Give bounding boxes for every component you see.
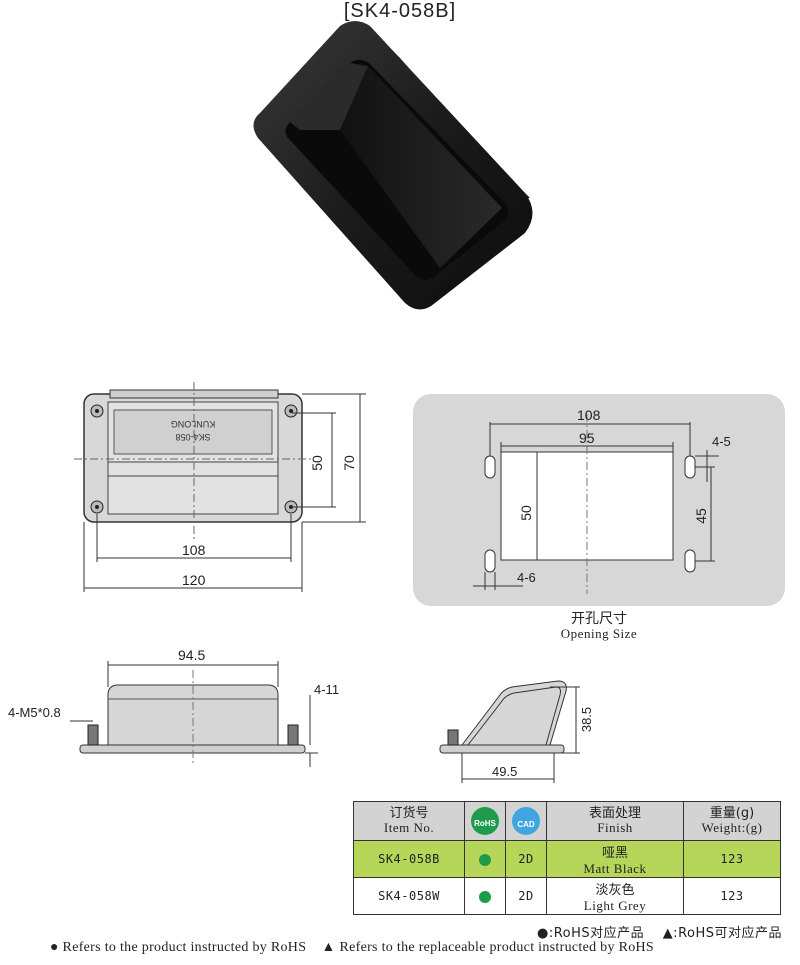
legend-en: ● Refers to the product instructed by Ro… [50, 940, 790, 956]
finish-cn: 淡灰色 [595, 882, 635, 898]
opening-dim-4-5: 4-5 [712, 434, 731, 449]
profile-dim-38-5: 38.5 [579, 706, 595, 733]
legend-circle-en: ● Refers to the product instructed by Ro… [50, 940, 307, 955]
finish-cell: 淡灰色 Light Grey [546, 877, 684, 915]
item-header-en: Item No. [383, 820, 435, 835]
finish-cell: 哑黑 Matt Black [546, 840, 684, 878]
side-dim-4-11: 4-11 [314, 682, 340, 697]
legend-cn: ●:RoHS对应产品 ▲:RoHS可对应产品 [0, 922, 782, 941]
item-no: SK4-058B [353, 840, 465, 878]
finish-cn: 哑黑 [601, 845, 628, 861]
cad-badge-icon: CAD [512, 807, 540, 835]
profile-view-drawing [439, 680, 580, 783]
weight-header: 重量(g) Weight:(g) [683, 801, 781, 841]
front-dim-108: 108 [182, 542, 206, 558]
rohs-header: RoHS [464, 801, 506, 841]
cad-cell: 2D [505, 877, 547, 915]
product-photo [253, 21, 533, 310]
item-no: SK4-058W [353, 877, 465, 915]
weight-cell: 123 [683, 877, 781, 915]
opening-dim-4-6: 4-6 [517, 570, 536, 585]
spec-table: 订货号 Item No. RoHS CAD 表面处理 Finish 重量(g) … [353, 801, 781, 915]
opening-title-cn: 开孔尺寸 [571, 610, 627, 626]
svg-text:SK4-058: SK4-058 [175, 432, 210, 442]
legend-circle-cn: ●:RoHS对应产品 [537, 926, 645, 941]
table-header-row: 订货号 Item No. RoHS CAD 表面处理 Finish 重量(g) … [353, 801, 781, 841]
rohs-cell [464, 877, 506, 915]
opening-size-drawing [473, 414, 719, 594]
side-view-drawing [70, 661, 318, 767]
opening-dim-50: 50 [517, 505, 534, 521]
front-view-drawing: KUNLONG SK4-058 [74, 382, 366, 592]
rohs-dot-icon [479, 854, 491, 867]
weight-header-en: Weight:(g) [701, 820, 763, 835]
side-dim-94-5: 94.5 [178, 647, 206, 663]
weight-header-cn: 重量(g) [709, 805, 755, 821]
rohs-dot-icon [479, 891, 491, 904]
rohs-cell [464, 840, 506, 878]
cad-header: CAD [505, 801, 547, 841]
side-dim-thread: 4-M5*0.8 [8, 705, 61, 720]
front-dim-70: 70 [340, 455, 357, 471]
rohs-badge-icon: RoHS [471, 807, 499, 835]
front-dim-120: 120 [182, 572, 206, 588]
finish-header-en: Finish [597, 820, 633, 835]
model-code: [SK4-058B] [343, 0, 457, 22]
legend-triangle-cn: ▲:RoHS可对应产品 [662, 926, 782, 941]
svg-text:KUNLONG: KUNLONG [171, 419, 216, 429]
legend-triangle-en: ▲ Refers to the replaceable product inst… [321, 940, 655, 955]
finish-en: Matt Black [583, 860, 647, 876]
table-row: SK4-058W 2D 淡灰色 Light Grey 123 [353, 877, 781, 915]
cad-cell: 2D [505, 840, 547, 878]
opening-title-en: Opening Size [560, 626, 638, 641]
opening-dim-108: 108 [577, 407, 601, 423]
finish-en: Light Grey [583, 897, 647, 913]
weight-cell: 123 [683, 840, 781, 878]
finish-header-cn: 表面处理 [588, 805, 641, 821]
finish-header: 表面处理 Finish [546, 801, 684, 841]
front-dim-50: 50 [308, 455, 325, 471]
item-header: 订货号 Item No. [353, 801, 465, 841]
item-header-cn: 订货号 [389, 805, 429, 821]
table-row: SK4-058B 2D 哑黑 Matt Black 123 [353, 840, 781, 878]
profile-dim-49-5: 49.5 [492, 764, 518, 779]
opening-dim-45: 45 [692, 508, 709, 524]
opening-dim-95: 95 [579, 430, 595, 446]
